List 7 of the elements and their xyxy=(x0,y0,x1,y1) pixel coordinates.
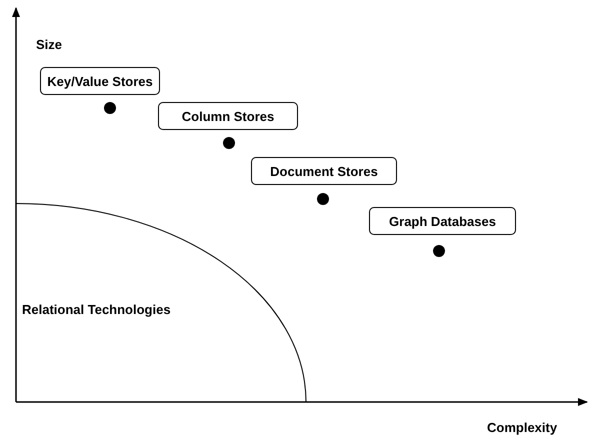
axis-title: Complexity xyxy=(487,420,558,435)
category-box: Column Stores xyxy=(158,102,298,130)
category-box: Key/Value Stores xyxy=(40,67,160,95)
category-box: Document Stores xyxy=(251,157,397,185)
axis-title: Size xyxy=(36,37,62,52)
region-label: Relational Technologies xyxy=(22,302,171,317)
category-box: Graph Databases xyxy=(369,207,516,235)
